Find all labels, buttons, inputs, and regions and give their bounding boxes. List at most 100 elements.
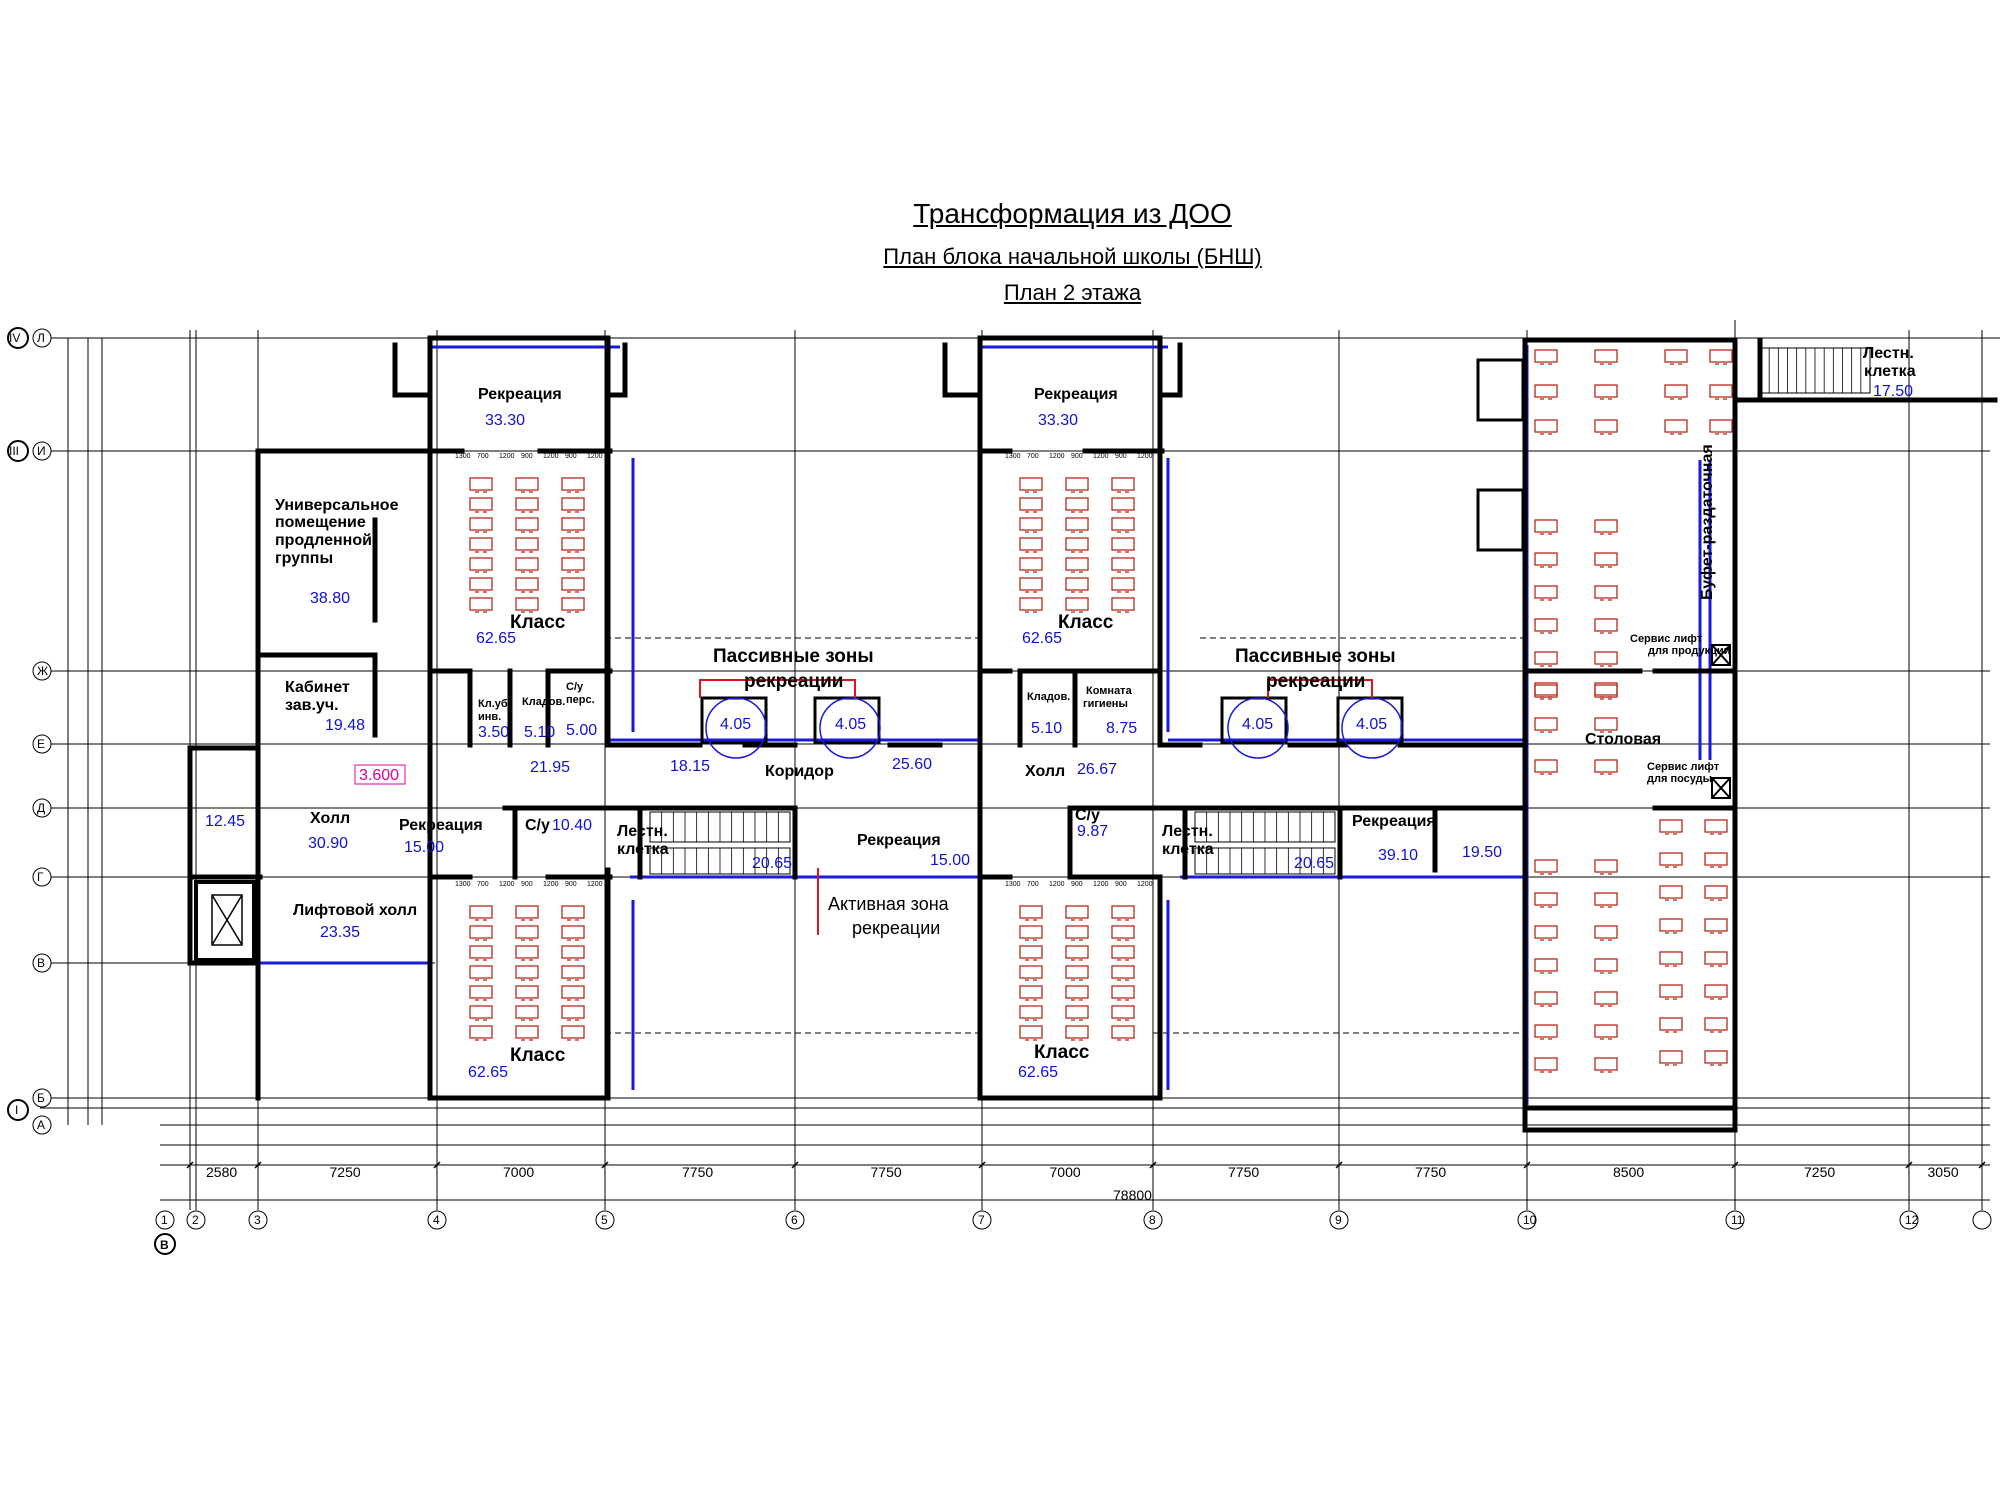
inner-dimension: 1300 (1005, 453, 1021, 460)
desk (1534, 384, 1558, 398)
lift-hall-label: Лифтовой холл (293, 902, 417, 919)
lift-prod-label-2: для продукции (1648, 645, 1730, 657)
desk (1065, 497, 1089, 511)
desk (1594, 618, 1618, 632)
desk (1019, 517, 1043, 531)
corr-label: Коридор (765, 763, 834, 780)
desk (1664, 419, 1688, 433)
pass2-alcove1: 4.05 (1242, 716, 1273, 733)
desk (1534, 1024, 1558, 1038)
svg-text:9: 9 (1335, 1213, 1342, 1227)
klad1-label: Кладов. (522, 696, 565, 708)
dim-tick (1523, 1161, 1531, 1169)
row-axis-А: А (32, 1115, 52, 1135)
desk (1594, 925, 1618, 939)
rec3-area-2: 19.50 (1462, 844, 1502, 861)
univ-label-1: Универсальное (275, 497, 399, 514)
inner-dimension: 1200 (1049, 881, 1065, 888)
desk (1594, 958, 1618, 972)
svg-text:11: 11 (1731, 1213, 1744, 1227)
desk (1534, 958, 1558, 972)
desk (1594, 682, 1618, 696)
desk (469, 517, 493, 531)
stair-w-area: 12.45 (205, 813, 245, 830)
desk (515, 577, 539, 591)
svg-text:IV: IV (9, 331, 20, 345)
desk (1111, 945, 1135, 959)
desk (1534, 991, 1558, 1005)
class1-area: 62.65 (476, 630, 516, 647)
left-dimension-lines (67, 338, 103, 1125)
dim-tick (978, 1161, 986, 1169)
desk (469, 905, 493, 919)
pass1-label-2: рекреации (744, 671, 843, 692)
rec1-label: Рекреация (478, 386, 562, 403)
desk (515, 905, 539, 919)
desk (1065, 597, 1089, 611)
canteen-label: Столовая (1585, 731, 1661, 748)
column-axis-1: 1 (155, 1210, 175, 1230)
svg-text:Д: Д (37, 801, 45, 815)
desk (561, 537, 585, 551)
svg-text:4: 4 (433, 1213, 440, 1227)
desk (469, 497, 493, 511)
svg-text:Ж: Ж (37, 664, 48, 678)
desk (1534, 1057, 1558, 1071)
drawing-title: Трансформация из ДОО (913, 198, 1232, 229)
desk (1709, 384, 1733, 398)
desk (1534, 618, 1558, 632)
desk (1534, 519, 1558, 533)
desk (1659, 951, 1683, 965)
inner-dimension: 1200 (499, 881, 515, 888)
pass2-alcove2: 4.05 (1356, 716, 1387, 733)
desk (561, 577, 585, 591)
desk (1594, 717, 1618, 731)
column-axis-2: 2 (186, 1210, 206, 1230)
desk (1065, 1005, 1089, 1019)
column-axis-3: 3 (248, 1210, 268, 1230)
klub-label-1: Кл.уб. (478, 698, 511, 710)
row-axis-И: И (32, 441, 52, 461)
supers-label-2: перс. (566, 694, 595, 706)
desk (1704, 885, 1728, 899)
hyg-label-2: гигиены (1083, 698, 1128, 710)
active-zone-1: Активная зона (828, 894, 950, 914)
hall2-area: 21.95 (530, 759, 570, 776)
inner-dimension: 900 (565, 881, 577, 888)
desk (1111, 577, 1135, 591)
desk (1111, 985, 1135, 999)
desk (1019, 597, 1043, 611)
desk (1065, 925, 1089, 939)
hyg-area: 8.75 (1106, 720, 1137, 737)
desk (469, 965, 493, 979)
inner-dimension: 1200 (1049, 453, 1065, 460)
floor-title: План 2 этажа (1003, 280, 1142, 305)
desk (1019, 985, 1043, 999)
rec-mid-area: 15.00 (930, 852, 970, 869)
svg-text:7: 7 (978, 1213, 985, 1227)
bay-dimension: 7000 (503, 1164, 534, 1180)
hall3-area: 26.67 (1077, 761, 1117, 778)
desk (1664, 349, 1688, 363)
desk (561, 925, 585, 939)
lift-dish-label-1: Сервис лифт (1647, 761, 1720, 773)
desk (1065, 577, 1089, 591)
desk (561, 985, 585, 999)
desk (515, 517, 539, 531)
row-axis-Л: Л (32, 328, 52, 348)
kab-label-1: Кабинет (285, 679, 350, 696)
column-axis-11: 11 (1725, 1210, 1745, 1230)
desk (1534, 859, 1558, 873)
desk (561, 477, 585, 491)
hall3-label: Холл (1025, 763, 1065, 780)
desk (1659, 984, 1683, 998)
desk (1594, 859, 1618, 873)
dim-tick (1335, 1161, 1343, 1169)
desk (561, 597, 585, 611)
svg-text:8: 8 (1149, 1213, 1156, 1227)
desk (561, 1005, 585, 1019)
class1-label: Класс (510, 612, 566, 633)
bay-dimension: 7250 (330, 1164, 361, 1180)
